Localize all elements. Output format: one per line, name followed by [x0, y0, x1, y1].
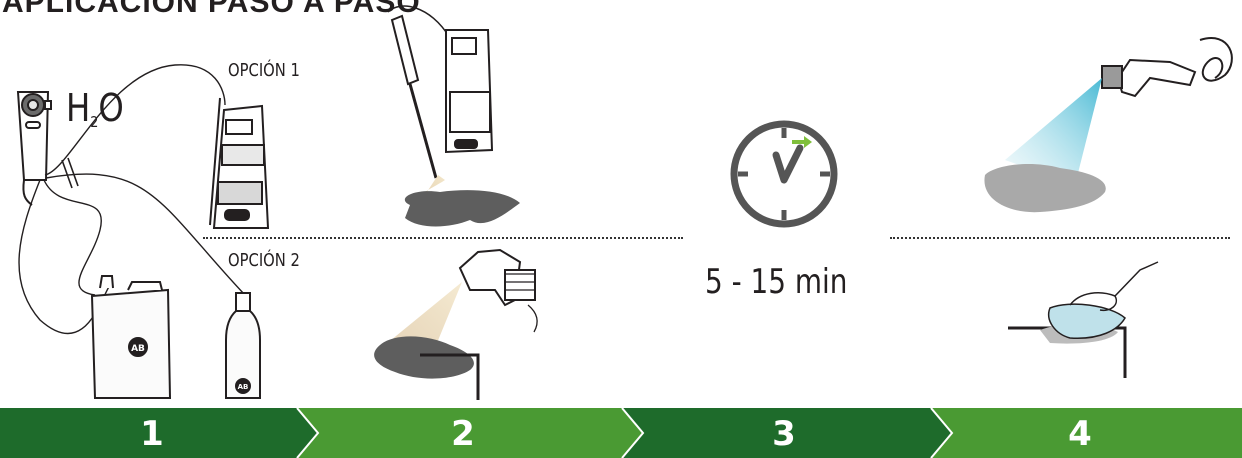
step-bar: [0, 408, 1242, 458]
jerrycan-icon: [92, 276, 170, 398]
trigger-sprayer-icon: [460, 250, 537, 332]
surface-stain: [374, 336, 474, 378]
step-4-number: 4: [1060, 414, 1100, 454]
hose-nozzle-icon: [1102, 38, 1232, 96]
step-2-number: 2: [443, 414, 483, 454]
jerrycan-logo: AB: [131, 344, 145, 354]
step-1-number: 1: [132, 414, 172, 454]
dosing-unit-icon: [18, 92, 51, 205]
pressure-sprayer-icon: [210, 98, 268, 228]
step-3-number: 3: [764, 414, 804, 454]
bottle-logo: AB: [238, 383, 249, 391]
stain-puddle: [405, 190, 520, 226]
clock-icon: [734, 124, 834, 224]
illustration-layer: AB AB: [0, 0, 1242, 410]
wiping-hand-icon: [1008, 262, 1158, 378]
rinsed-stain: [984, 164, 1105, 212]
backpack-sprayer-icon: [388, 6, 492, 178]
